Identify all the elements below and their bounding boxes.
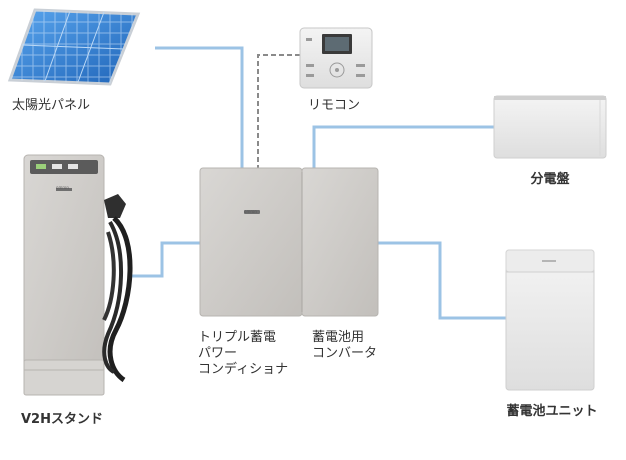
battery-converter-label-line: 蓄電池用 <box>312 330 365 345</box>
battery-unit-icon <box>505 249 595 391</box>
wire-solar-to-conditioner <box>155 46 244 168</box>
power-conditioner-label-line: パワー <box>198 346 238 361</box>
wire-v2h-to-conditioner <box>128 241 200 278</box>
solar-panel-label: 太陽光パネル <box>12 98 91 113</box>
power-conditioner-logo: omron <box>244 209 257 214</box>
power-conditioner-label-line: コンディショナ <box>198 362 289 377</box>
wire-converter-to-battery <box>378 241 506 320</box>
wire-converter-to-distribution <box>312 125 494 168</box>
battery-converter-icon <box>301 167 379 317</box>
battery-unit-label: 蓄電池ユニット <box>506 404 598 419</box>
solar-panel-icon <box>7 8 141 86</box>
battery-converter-label-line: コンバータ <box>312 346 378 361</box>
remote-controller-icon <box>299 27 373 89</box>
battery-converter-label: 蓄電池用 コンバータ <box>312 330 377 362</box>
wire-group <box>128 46 506 320</box>
v2h-stand-icon <box>23 154 133 396</box>
v2h-stand-label: V2Hスタンド <box>21 412 103 427</box>
power-conditioner-label-line: トリプル蓄電 <box>198 330 277 345</box>
remote-label: リモコン <box>307 98 361 113</box>
power-conditioner-icon <box>199 167 303 317</box>
distribution-board-label: 分電盤 <box>530 172 570 187</box>
distribution-board-icon <box>493 95 607 159</box>
wire-remote-to-conditioner <box>257 54 300 168</box>
v2h-stand-logo: omron <box>56 185 69 190</box>
power-conditioner-label: トリプル蓄電 パワー コンディショナ <box>198 330 288 378</box>
